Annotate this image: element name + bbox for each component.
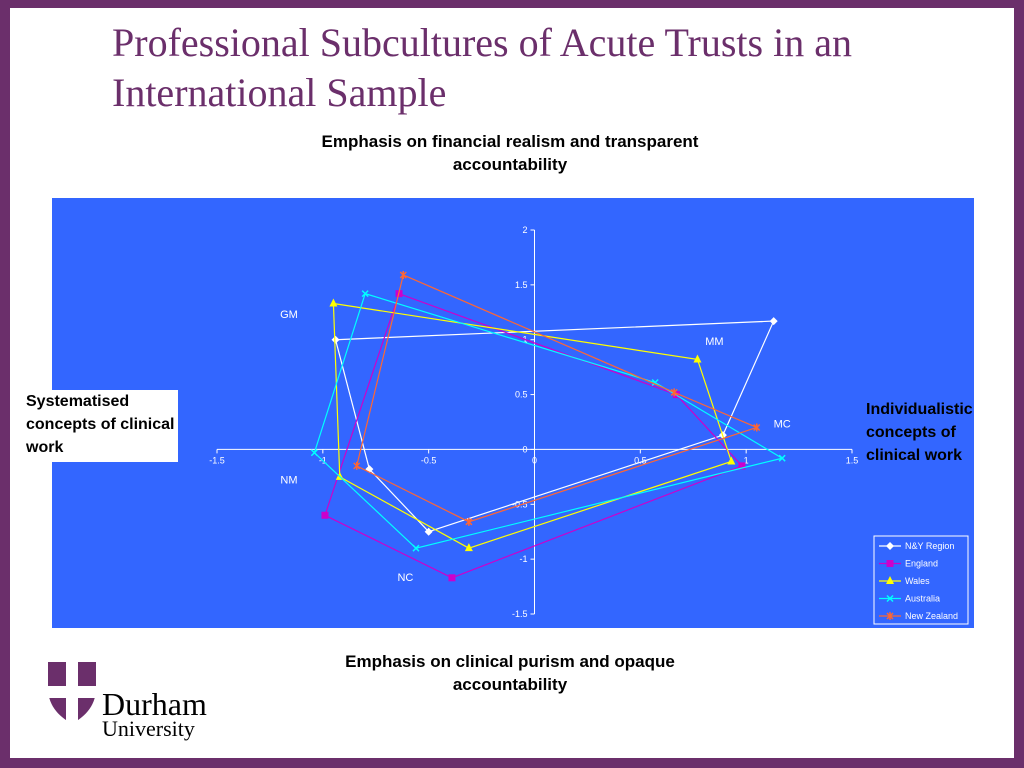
data-point [310, 449, 318, 457]
annotation-label: MC [774, 418, 791, 430]
x-tick-label: -1.5 [209, 455, 225, 465]
x-tick-label: 1 [744, 455, 749, 465]
data-point [331, 335, 340, 344]
logo-subname: University [102, 716, 195, 741]
y-tick-label: -1 [519, 554, 527, 564]
legend-marker [886, 542, 894, 550]
annotation-label: MM [705, 336, 723, 348]
y-tick-label: -1.5 [512, 609, 528, 619]
series-line-england [324, 293, 743, 579]
right-axis-caption: Individualistic concepts of clinical wor… [866, 401, 973, 464]
data-point [769, 317, 778, 326]
logo-name: Durham [102, 686, 207, 722]
data-point [464, 543, 473, 552]
data-point [448, 574, 456, 582]
series-line-australia [313, 293, 784, 549]
legend-marker [886, 594, 894, 603]
y-tick-label: 0.5 [515, 390, 528, 400]
data-point [329, 298, 338, 307]
durham-logo: Durham University [46, 658, 246, 748]
data-point [738, 462, 746, 470]
series-line-wales [332, 302, 733, 549]
legend-label: New Zealand [905, 611, 958, 621]
legend-marker [886, 576, 894, 584]
legend-label: England [905, 559, 938, 569]
y-tick-label: -0.5 [512, 499, 528, 509]
data-point [778, 454, 786, 462]
x-tick-label: 0 [532, 455, 537, 465]
data-point [727, 456, 736, 465]
series-line-new-zealand [356, 274, 759, 523]
durham-crest-icon [48, 662, 96, 724]
left-axis-caption: Systematised concepts of clinical work [22, 390, 178, 462]
x-tick-label: 1.5 [846, 455, 859, 465]
legend-label: Wales [905, 576, 930, 586]
series-line-n-y-region [334, 320, 775, 533]
legend-marker [886, 612, 894, 620]
y-tick-label: 2 [522, 225, 527, 235]
bottom-axis-caption: Emphasis on clinical purism and opaque a… [345, 652, 675, 694]
data-point [361, 290, 369, 298]
legend-marker [886, 560, 894, 567]
y-tick-label: 1.5 [515, 280, 528, 290]
slide: Professional Subcultures of Acute Trusts… [10, 8, 1014, 758]
data-point [353, 461, 361, 470]
data-point [753, 423, 761, 432]
data-point [321, 511, 329, 519]
annotation-label: NM [280, 474, 297, 486]
top-axis-caption: Emphasis on financial realism and transp… [321, 132, 699, 174]
data-point [412, 544, 420, 552]
data-point [465, 517, 473, 526]
x-tick-label: -0.5 [421, 455, 437, 465]
data-point [693, 354, 702, 363]
data-point [670, 388, 678, 397]
data-point [424, 527, 433, 536]
legend-label: Australia [905, 594, 940, 604]
slide-title: Professional Subcultures of Acute Trusts… [112, 20, 852, 115]
annotation-label: GM [280, 309, 298, 321]
x-tick-label: 0.5 [634, 455, 647, 465]
legend-label: N&Y Region [905, 541, 954, 551]
annotation-label: NC [397, 572, 413, 584]
data-point [399, 270, 407, 279]
y-tick-label: 0 [522, 444, 527, 454]
